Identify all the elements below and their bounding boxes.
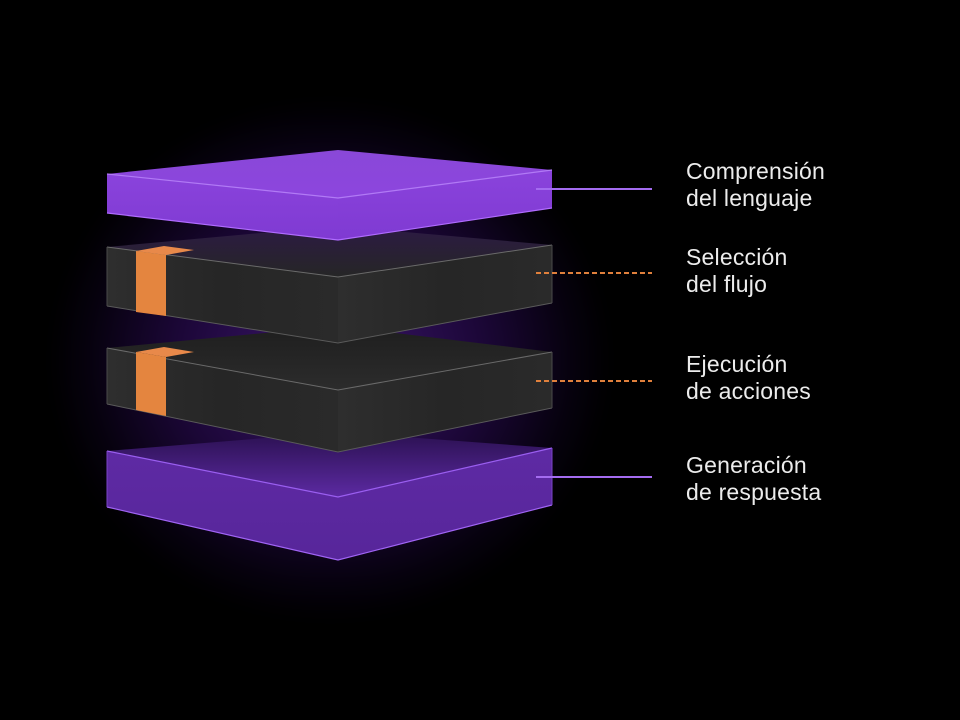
label-response: Generación de respuesta (686, 452, 821, 506)
label-line-2: del lenguaje (686, 185, 813, 211)
layer-actions-slab (106, 326, 553, 453)
slab-top-face (107, 150, 552, 198)
label-line-1: Comprensión (686, 158, 825, 184)
slab-left-face (107, 451, 338, 560)
label-actions: Ejecución de acciones (686, 351, 811, 405)
label-flow: Selección del flujo (686, 244, 788, 298)
label-line-2: de respuesta (686, 479, 822, 505)
layer-response-slab (106, 432, 553, 561)
slab-right-face (338, 170, 552, 240)
label-line-1: Generación (686, 452, 807, 478)
label-line-2: del flujo (686, 271, 768, 297)
label-line-1: Ejecución (686, 351, 788, 377)
slab-top-face (107, 326, 552, 390)
orange-accent-bar (136, 347, 194, 416)
label-line-1: Selección (686, 244, 788, 270)
label-line-2: de acciones (686, 378, 811, 404)
slab-top-face (107, 432, 552, 497)
slab-top-face (107, 226, 552, 277)
slab-left-face (107, 174, 338, 240)
slab-right-face (338, 352, 552, 452)
orange-accent-bar (136, 246, 194, 316)
label-language: Comprensión del lenguaje (686, 158, 825, 212)
layer-flow-slab (106, 226, 553, 344)
layer-language-slab (106, 150, 553, 241)
slab-right-face (338, 448, 552, 560)
